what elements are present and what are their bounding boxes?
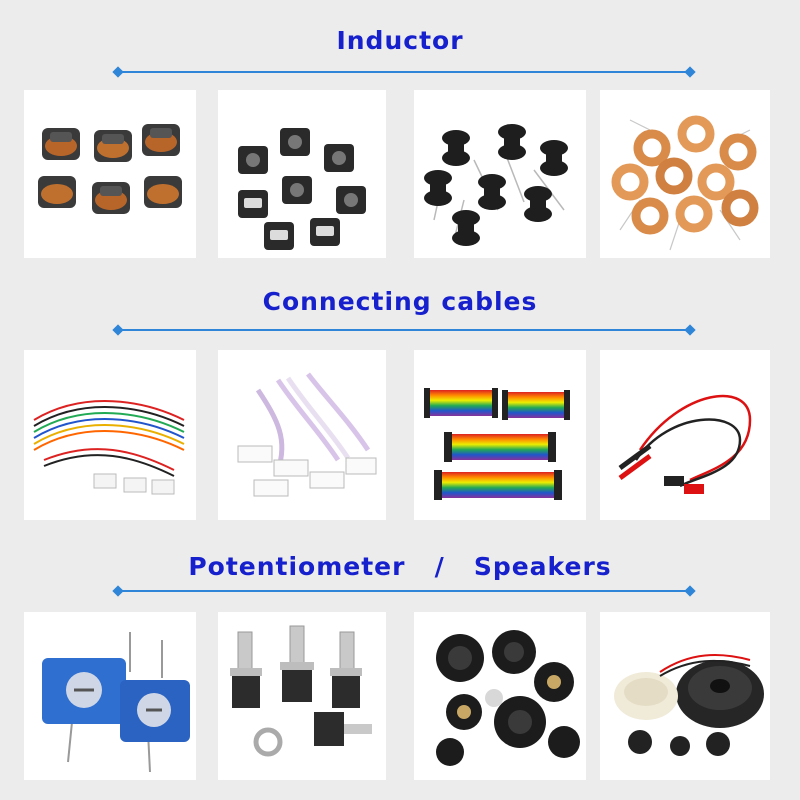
product-tile-rotary-encoders[interactable] [218, 612, 386, 780]
trimmer-potentiometer-image [42, 632, 190, 773]
section-title: Connecting cables [262, 287, 538, 316]
product-tile-ribbon-cable-connectors[interactable] [218, 350, 386, 520]
product-tile-smd-inductors-shielded[interactable] [218, 90, 386, 258]
product-tile-jst-wire-harness[interactable] [24, 350, 196, 520]
wire-harness-image [33, 400, 185, 495]
rotary-encoder-image [230, 625, 372, 757]
section-divider [112, 66, 696, 78]
mini-speaker-image [436, 630, 580, 766]
product-tile-trimmer-potentiometers[interactable] [24, 612, 196, 780]
smd-inductor-image [38, 124, 182, 214]
shielded-inductor-image [238, 128, 366, 250]
product-tile-multimeter-test-leads[interactable] [600, 350, 770, 520]
toroid-inductor-image [611, 115, 759, 251]
section-divider [112, 324, 696, 336]
product-tile-radial-drum-inductors[interactable] [414, 90, 586, 258]
section-title: Inductor [336, 26, 464, 55]
product-tile-buzzers[interactable] [600, 612, 770, 780]
product-tile-smd-inductors-unshielded[interactable] [24, 90, 196, 258]
product-tile-mini-speakers[interactable] [414, 612, 586, 780]
product-tile-toroid-inductors[interactable] [600, 90, 770, 258]
buzzer-image [614, 654, 764, 756]
ribbon-cable-image [237, 372, 377, 497]
section-title: Potentiometer / Speakers [188, 552, 612, 581]
test-leads-image [618, 394, 752, 494]
jumper-wires-image [424, 388, 570, 500]
product-tile-dupont-jumper-wires[interactable] [414, 350, 586, 520]
section-divider [112, 585, 696, 597]
drum-inductor-image [424, 124, 568, 246]
